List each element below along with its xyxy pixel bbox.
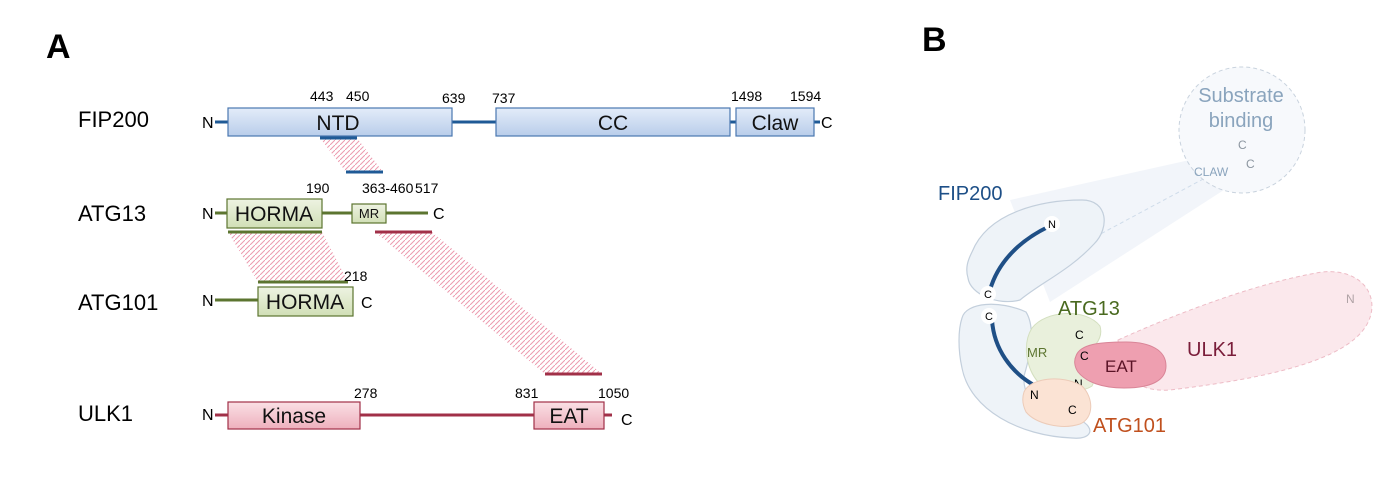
fip200-n-node	[1044, 216, 1060, 232]
ulk1-c-terminus: C	[621, 412, 633, 429]
atg101-c-terminus: C	[361, 295, 373, 312]
fip200-pos-1594: 1594	[790, 88, 821, 104]
fip200-label-b: FIP200	[938, 183, 1002, 205]
ulk1-name: ULK1	[78, 401, 133, 426]
ulk1-kinase-label: Kinase	[262, 405, 326, 428]
atg13-pos-363-460: 363-460	[362, 180, 414, 196]
atg101-label-b: ATG101	[1093, 415, 1166, 437]
atg13-pos-517: 517	[415, 180, 439, 196]
atg13-mr-domain	[351, 203, 387, 224]
claw-label: CLAW	[1194, 165, 1229, 179]
panel-b-letter: B	[922, 21, 947, 59]
fip200-pos-443: 443	[310, 88, 334, 104]
atg101-name: ATG101	[78, 290, 158, 315]
atg13-n-terminus: N	[202, 206, 214, 223]
fip200-ntd-label: NTD	[316, 112, 359, 135]
panel-a-letter: A	[46, 28, 71, 66]
atg13-name: ATG13	[78, 201, 146, 226]
fip200-cc-domain	[495, 107, 731, 137]
ulk1-eat-domain	[533, 401, 605, 430]
claw-tether	[1010, 155, 1258, 302]
fip200-lower-strand	[990, 318, 1034, 386]
ulk1-eat-label-b: EAT	[1105, 357, 1137, 376]
substrate-label-line1: Substrate	[1198, 85, 1284, 107]
claw-c-terminus-1: C	[1238, 138, 1247, 152]
atg13-mr-b: MR	[1027, 345, 1047, 360]
fip200-c-terminus-upper: C	[984, 289, 992, 301]
atg13-label-b: ATG13	[1058, 298, 1120, 320]
fip200-claw-label: Claw	[752, 112, 800, 135]
ulk1-kinase-domain	[227, 401, 361, 430]
ulk1-eat-domain-b	[1074, 341, 1167, 389]
ulk1-n-terminus: N	[202, 407, 214, 424]
substrate-label-line2: binding	[1209, 110, 1274, 132]
fip200-cc-label: CC	[598, 112, 628, 135]
atg101-row: 218 ATG101 N HORMA C	[78, 268, 373, 317]
ulk1-eat-c-terminus: C	[1080, 349, 1089, 363]
fip200-upper-strand	[988, 224, 1052, 292]
fip200-n-terminus: N	[202, 115, 214, 132]
ulk1-body	[1117, 271, 1373, 391]
fip200-name: FIP200	[78, 107, 149, 132]
ulk1-pos-278: 278	[354, 385, 378, 401]
ulk1-label-b: ULK1	[1187, 339, 1237, 361]
atg101-n-terminus-b: N	[1030, 388, 1039, 402]
ulk1-eat-label: EAT	[549, 405, 588, 428]
atg13-row: ATG13 N HORMA MR C 190 363-460 517	[78, 170, 445, 234]
atg13-pos-190: 190	[306, 180, 330, 196]
fip200-pos-639: 639	[442, 90, 466, 106]
interaction-atg13-atg101	[228, 232, 348, 282]
interaction-fip200-atg13	[320, 138, 383, 172]
atg101-c-terminus-b: C	[1068, 403, 1077, 417]
atg13-mr-label: MR	[359, 206, 379, 221]
ulk1-n-terminus-b: N	[1346, 292, 1355, 306]
fip200-row: FIP200 N NTD CC Claw C 443 450 639 737 1…	[78, 88, 833, 140]
atg13-horma-domain	[226, 198, 323, 229]
fip200-pos-737: 737	[492, 90, 516, 106]
substrate-binding-region	[1178, 66, 1306, 194]
atg101-n-terminus: N	[202, 293, 214, 310]
fip200-c-terminus-lower: C	[985, 311, 993, 323]
ulk1-pos-831: 831	[515, 385, 539, 401]
atg13-c-terminus-1: C	[1075, 328, 1084, 342]
fip200-claw-domain	[735, 107, 815, 137]
fip200-pos-1498: 1498	[731, 88, 762, 104]
fip200-ntd-domain	[227, 107, 453, 137]
atg101-horma-label: HORMA	[266, 291, 344, 314]
atg101-body	[1022, 378, 1092, 427]
fip200-n-terminus-b: N	[1048, 219, 1056, 231]
claw-c-terminus-2: C	[1246, 157, 1255, 171]
atg101-horma-domain	[257, 286, 354, 317]
fip200-c-node-upper	[980, 286, 996, 302]
ulk1-row: ULK1 N Kinase EAT C 278 831 1050	[78, 372, 633, 430]
atg13-c-terminus: C	[433, 206, 445, 223]
fip200-c-node-lower	[981, 308, 997, 324]
fip200-pos-450: 450	[346, 88, 370, 104]
interaction-atg13-ulk1	[375, 232, 602, 374]
fip200-c-terminus: C	[821, 115, 833, 132]
fip200-upper-lobe	[966, 199, 1105, 303]
ulk1-pos-1050: 1050	[598, 385, 629, 401]
atg13-horma-label: HORMA	[235, 203, 313, 226]
atg101-pos-218: 218	[344, 268, 368, 284]
